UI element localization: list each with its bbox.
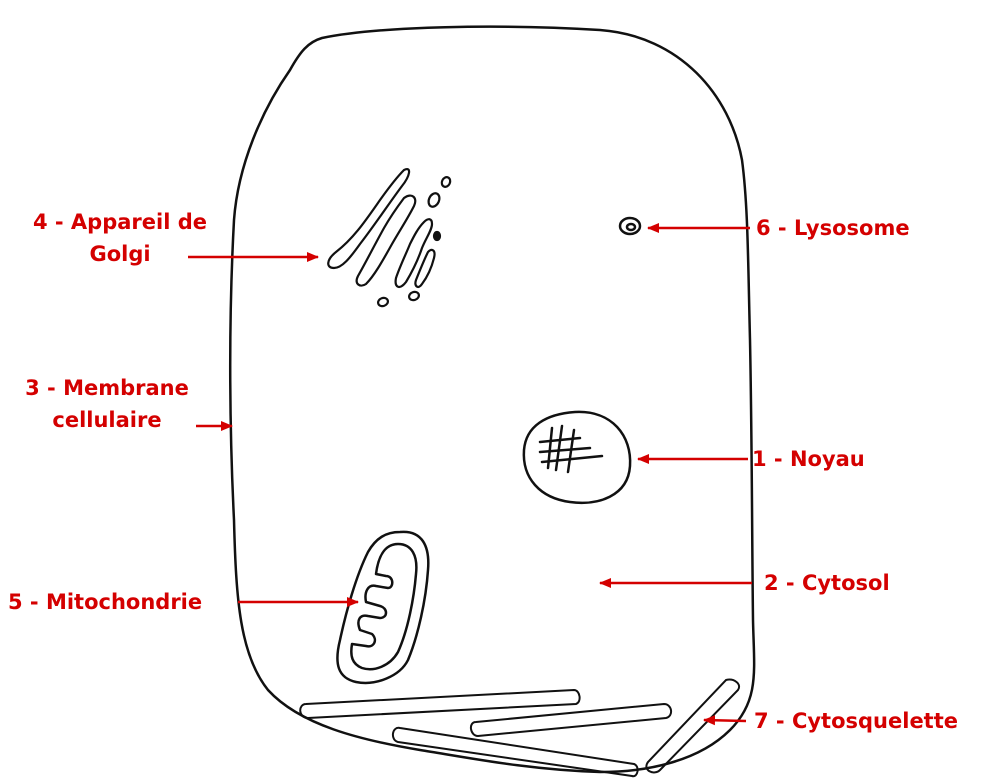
- label-mitochondrie: 5 - Mitochondrie: [8, 586, 202, 618]
- lysosome: [620, 218, 640, 234]
- label-membrane: 3 - Membrane cellulaire: [2, 372, 212, 436]
- label-lysosome: 6 - Lysosome: [756, 212, 910, 244]
- label-mitochondrie-text: 5 - Mitochondrie: [8, 590, 202, 614]
- label-noyau-text: 1 - Noyau: [752, 447, 865, 471]
- label-cytosol: 2 - Cytosol: [764, 567, 890, 599]
- pointer-arrows: [188, 228, 752, 721]
- cell-membrane: [230, 27, 754, 772]
- label-golgi: 4 - Appareil de Golgi: [10, 206, 230, 270]
- label-cytosol-text: 2 - Cytosol: [764, 571, 890, 595]
- label-membrane-line1: 3 - Membrane: [2, 372, 212, 404]
- mitochondrion: [337, 532, 428, 683]
- arrow-cytosquelette: [704, 720, 746, 721]
- label-cytosquelette-text: 7 - Cytosquelette: [754, 709, 958, 733]
- label-lysosome-text: 6 - Lysosome: [756, 216, 910, 240]
- label-membrane-line2: cellulaire: [2, 404, 212, 436]
- label-golgi-line2: Golgi: [10, 238, 230, 270]
- label-cytosquelette: 7 - Cytosquelette: [754, 705, 958, 737]
- label-noyau: 1 - Noyau: [752, 443, 865, 475]
- label-golgi-line1: 4 - Appareil de: [10, 206, 230, 238]
- nucleus: [524, 412, 630, 503]
- golgi-apparatus: [328, 169, 452, 307]
